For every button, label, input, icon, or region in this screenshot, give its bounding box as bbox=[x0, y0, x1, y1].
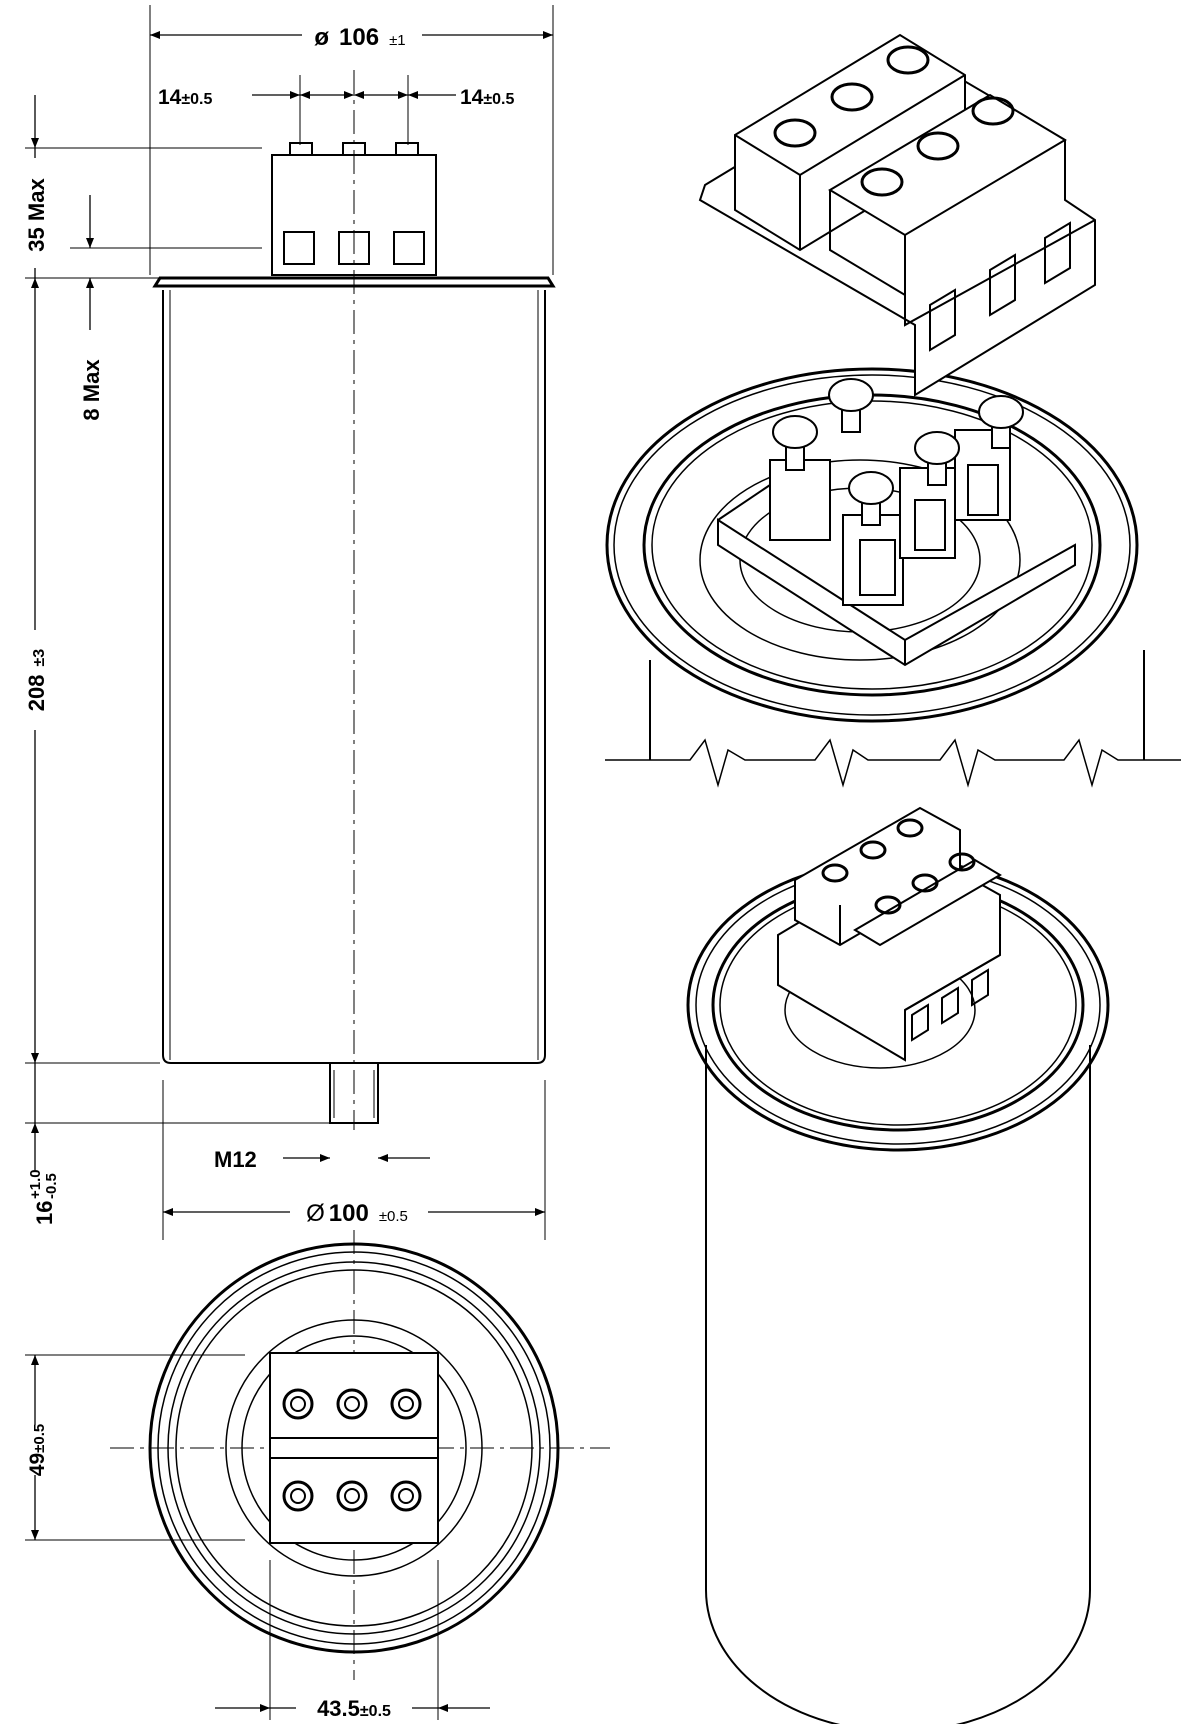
plan-screw-5 bbox=[336, 1480, 368, 1512]
plan-screw-4 bbox=[282, 1480, 314, 1512]
extension-lines bbox=[25, 5, 554, 1720]
dim-block-width: 43.5±0.5 bbox=[317, 1696, 391, 1721]
svg-text:-0.5: -0.5 bbox=[43, 1173, 60, 1199]
front-elevation-view bbox=[25, 5, 556, 1720]
terminal-screw-head-3 bbox=[395, 142, 419, 156]
iso-screw-2 bbox=[828, 378, 874, 433]
plan-screw-3 bbox=[390, 1388, 422, 1420]
break-line bbox=[605, 738, 1181, 788]
terminal-block-plan bbox=[269, 1352, 439, 1544]
dim-block-depth: 49±0.5 bbox=[26, 1424, 49, 1476]
dim-pitch-left: 14±0.5 bbox=[158, 86, 212, 109]
dim-can-diameter: Ø 100 ±0.5 bbox=[306, 1200, 408, 1227]
terminal-slot-3 bbox=[393, 231, 425, 265]
terminal-screw-head-2 bbox=[342, 142, 366, 156]
svg-text:+1.0: +1.0 bbox=[27, 1169, 44, 1199]
dim-lid-height: 8 Max bbox=[79, 359, 104, 421]
iso-terminal-cover bbox=[698, 33, 1096, 397]
iso-screw-1 bbox=[772, 415, 818, 471]
dim-body-height: 208 ±3 bbox=[24, 649, 49, 712]
plan-screw-6 bbox=[390, 1480, 422, 1512]
iso-can-wall bbox=[705, 1045, 1091, 1724]
iso-screw-3 bbox=[848, 471, 894, 526]
svg-text:16: 16 bbox=[32, 1201, 57, 1225]
top-plan-view bbox=[110, 1230, 610, 1680]
terminal-screw-head-1 bbox=[289, 142, 313, 156]
mounting-stud bbox=[329, 1062, 379, 1124]
isometric-overall bbox=[686, 806, 1110, 1724]
dim-stud-length: 16 +1.0 -0.5 bbox=[27, 1169, 60, 1225]
terminal-slot-2 bbox=[338, 231, 370, 265]
dim-terminal-height: 35 Max bbox=[24, 178, 49, 252]
iso-screw-5 bbox=[978, 395, 1024, 449]
plan-screw-2 bbox=[336, 1388, 368, 1420]
isometric-terminal-detail bbox=[605, 33, 1181, 788]
dim-overall-diameter: ø 106 ±1 bbox=[314, 24, 405, 51]
can-rim bbox=[152, 276, 556, 288]
dimension-lines-front bbox=[31, 31, 553, 1712]
terminal-slot-1 bbox=[283, 231, 315, 265]
dim-pitch-right: 14±0.5 bbox=[460, 86, 514, 109]
iso-terminal-block bbox=[777, 806, 1002, 1062]
dim-stud-thread: M12 bbox=[214, 1147, 257, 1172]
dimension-labels: ø 106 ±1 14±0.5 14±0.5 35 Max 8 Max 208 … bbox=[24, 24, 514, 1721]
plan-screw-1 bbox=[282, 1388, 314, 1420]
iso-screw-4 bbox=[914, 431, 960, 486]
